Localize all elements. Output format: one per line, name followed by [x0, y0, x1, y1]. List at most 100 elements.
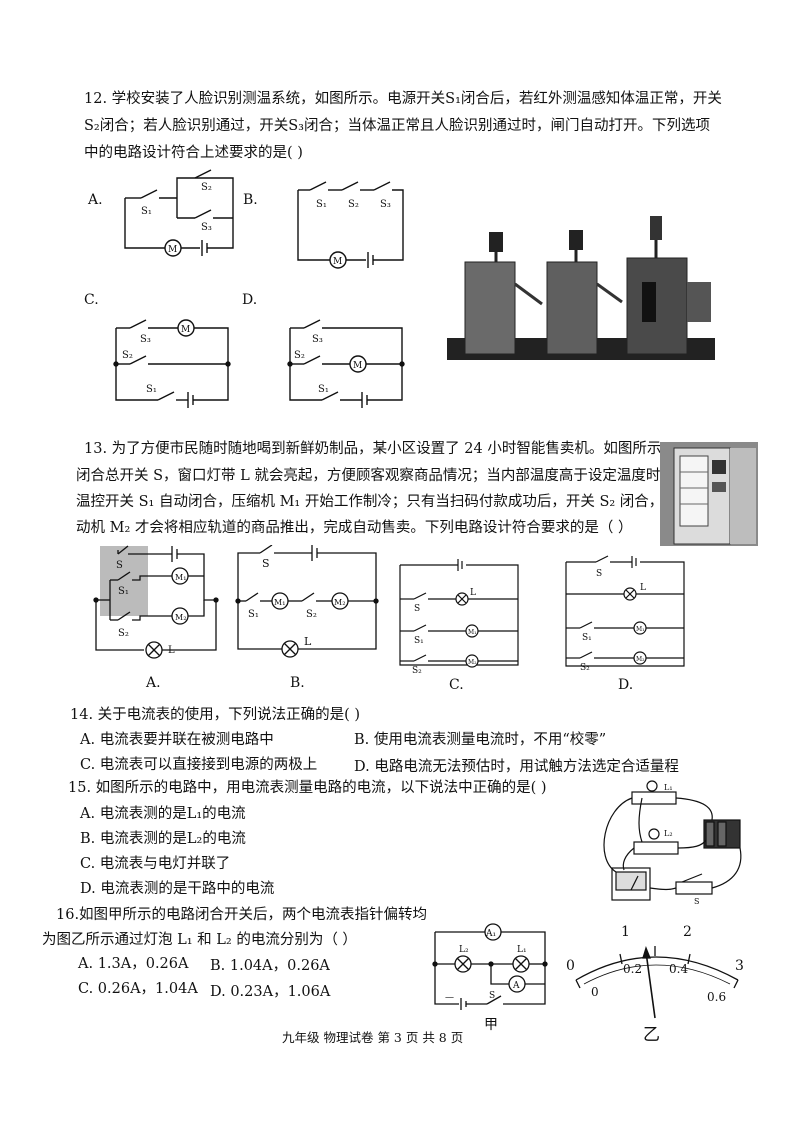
svg-text:M: M — [168, 245, 177, 255]
svg-text:M: M — [181, 325, 190, 335]
svg-text:S: S — [414, 604, 420, 614]
q14-option-a: A. 电流表要并联在被测电路中 — [80, 732, 274, 748]
dial-top-tick-2: 2 — [683, 924, 692, 940]
q13-stem-line2: 闭合总开关 S，窗口灯带 L 就会亮起，方便顾客观察商品情况；当内部温度高于设定… — [76, 468, 675, 484]
q13-stem-line1: 13. 为了方便市民随时随地喝到新鲜奶制品，某小区设置了 24 小时智能售卖机。… — [84, 441, 676, 457]
vending-machine-photo — [660, 442, 758, 546]
svg-text:S: S — [694, 897, 699, 906]
svg-text:S: S — [262, 557, 270, 570]
q13-option-c-label: C. — [449, 677, 464, 693]
q12-option-b-label: B. — [243, 192, 258, 208]
svg-text:S: S — [116, 560, 123, 571]
dial-top-tick-0: 0 — [566, 958, 575, 974]
q16-option-b: B. 1.04A，0.26A — [210, 958, 330, 974]
svg-text:L: L — [168, 645, 175, 656]
q12-option-d-label: D. — [242, 292, 258, 308]
svg-text:S₁: S₁ — [141, 206, 152, 217]
svg-text:M₁: M₁ — [468, 629, 477, 636]
dial-bottom-tick-0: 0 — [591, 985, 599, 999]
q16-option-d: D. 0.23A，1.06A — [210, 984, 331, 1000]
q12-stem-line1: 12. 学校安装了人脸识别测温系统，如图所示。电源开关S₁闭合后，若红外测温感知… — [84, 91, 722, 107]
q14-option-d: D. 电路电流无法预估时，用试触方法选定合适量程 — [354, 759, 679, 775]
q14-stem: 14. 关于电流表的使用，下列说法正确的是( ) — [70, 707, 361, 723]
q12-circuit-a: M S₁ S₂ S₃ — [124, 169, 234, 257]
q13-circuit-a: M₁ M₂ S S₁ S₂ L — [93, 545, 219, 659]
q13-circuit-b: M₁ M₂ S S₁ S₂ L — [235, 545, 379, 658]
dial-top-tick-3: 3 — [735, 958, 744, 974]
svg-text:S₁: S₁ — [414, 636, 424, 646]
q13-circuit-d: M₁ M₂ S L S₁ S₂ — [565, 555, 685, 673]
svg-text:S₃: S₃ — [201, 222, 212, 233]
q13-option-d-label: D. — [618, 677, 634, 693]
q16-stem-line2: 为图乙所示通过灯泡 L₁ 和 L₂ 的电流分别为（ ） — [42, 932, 357, 948]
q12-stem-line2: S₂闭合；若人脸识别通过，开关S₃闭合；当体温正常且人脸识别通过时，闸门自动打开… — [84, 118, 710, 134]
svg-text:S₃: S₃ — [140, 334, 151, 345]
svg-text:S: S — [489, 991, 495, 1001]
q14-option-c: C. 电流表可以直接接到电源的两极上 — [80, 757, 318, 773]
q15-stem: 15. 如图所示的电路中，用电流表测量电路的电流，以下说法中正确的是( ) — [68, 780, 547, 796]
svg-text:S₃: S₃ — [380, 199, 391, 210]
svg-text:S₁: S₁ — [248, 609, 259, 620]
svg-text:S₁: S₁ — [582, 633, 592, 643]
q15-option-a: A. 电流表测的是L₁的电流 — [80, 806, 246, 822]
q13-option-b-label: B. — [290, 675, 305, 691]
q12-option-c-label: C. — [84, 292, 99, 308]
svg-text:S: S — [596, 569, 602, 579]
svg-text:S₂: S₂ — [201, 182, 212, 193]
svg-text:S₁: S₁ — [316, 199, 327, 210]
q16-stem-line1: 16.如图甲所示的电路闭合开关后，两个电流表指针偏转均 — [56, 907, 428, 923]
svg-text:M₂: M₂ — [636, 656, 645, 663]
dial-bottom-tick-0-6: 0.6 — [707, 990, 727, 1004]
svg-text:M₁: M₁ — [274, 598, 285, 607]
q16-option-c: C. 0.26A，1.04A — [78, 981, 198, 997]
svg-text:S₂: S₂ — [118, 628, 129, 639]
q14-option-b: B. 使用电流表测量电流时，不用“校零” — [354, 732, 607, 748]
svg-text:L₂: L₂ — [664, 829, 673, 838]
svg-text:M₁: M₁ — [636, 626, 645, 633]
svg-text:S₂: S₂ — [580, 663, 590, 673]
svg-text:M: M — [333, 257, 342, 267]
svg-text:L: L — [640, 583, 646, 593]
q12-stem-line3: 中的电路设计符合上述要求的是( ) — [84, 145, 303, 161]
q13-option-a-label: A. — [146, 675, 161, 691]
q16-figure-jia-label: 甲 — [484, 1017, 498, 1033]
svg-text:M: M — [353, 361, 362, 371]
svg-text:S₁: S₁ — [118, 586, 129, 597]
svg-text:L: L — [470, 588, 476, 598]
svg-text:A: A — [512, 981, 520, 991]
svg-text:S₂: S₂ — [306, 609, 317, 620]
svg-text:—: — — [445, 993, 454, 1003]
svg-text:M₂: M₂ — [468, 659, 477, 666]
svg-text:L: L — [304, 635, 312, 648]
q13-stem-line4: 动机 M₂ 才会将相应轨道的商品推出，完成自动售卖。下列电路设计符合要求的是（ … — [76, 520, 633, 536]
svg-text:S₂: S₂ — [294, 350, 305, 361]
q16-circuit-jia: A₁ A L₂ L₁ — S — [432, 923, 548, 1010]
q13-stem-line3: 温控开关 S₁ 自动闭合，压缩机 M₁ 开始工作制冷；只有当扫码付款成功后，开关… — [76, 494, 678, 510]
svg-text:L₁: L₁ — [517, 945, 527, 955]
q13-circuit-c: M₁ M₂ S L S₁ S₂ — [399, 559, 519, 675]
q15-option-d: D. 电流表测的是干路中的电流 — [80, 881, 275, 897]
svg-text:L₂: L₂ — [459, 945, 469, 955]
svg-text:S₃: S₃ — [312, 334, 323, 345]
svg-text:S₂: S₂ — [122, 350, 133, 361]
q15-option-b: B. 电流表测的是L₂的电流 — [80, 831, 246, 847]
svg-text:M₁: M₁ — [175, 573, 186, 582]
svg-text:S₂: S₂ — [412, 666, 422, 675]
q16-option-a: A. 1.3A，0.26A — [78, 956, 189, 972]
dial-bottom-tick-0-4: 0.4 — [669, 962, 689, 976]
q16-figure-yi-label: 乙 — [643, 1025, 660, 1045]
q15-circuit-photo: L₁ L₂ S — [603, 780, 742, 906]
q15-option-c: C. 电流表与电灯并联了 — [80, 856, 231, 872]
svg-text:A₁: A₁ — [485, 929, 496, 939]
q16-ammeter-dial-yi — [575, 946, 739, 1019]
q12-option-a-label: A. — [88, 192, 103, 208]
face-recognition-gate-photo — [447, 212, 715, 360]
q12-circuit-c: M S₃ S₂ S₁ — [113, 319, 231, 408]
svg-text:M₂: M₂ — [175, 613, 186, 622]
svg-text:L₁: L₁ — [664, 783, 673, 792]
dial-bottom-tick-0-2: 0.2 — [623, 962, 643, 976]
svg-text:S₂: S₂ — [348, 199, 359, 210]
q12-circuit-d: M S₃ S₂ S₁ — [287, 319, 405, 408]
page-footer: 九年级 物理试卷 第 3 页 共 8 页 — [282, 1030, 464, 1045]
q12-circuit-b: M S₁ S₂ S₃ — [297, 181, 404, 269]
